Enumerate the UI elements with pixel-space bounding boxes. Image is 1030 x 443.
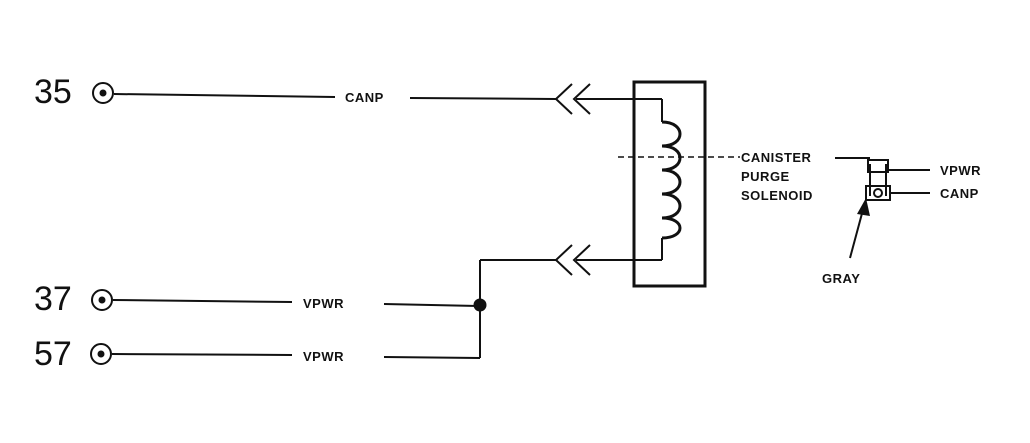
- component-label-line1: CANISTER: [741, 150, 812, 165]
- pin-37-wire-label: VPWR: [303, 296, 344, 311]
- gray-arrow-icon: [849, 198, 870, 259]
- pin-37-terminal-icon: [91, 289, 113, 311]
- pin-37-number: 37: [34, 280, 72, 318]
- pin-37-group: 37 VPWR: [34, 280, 479, 318]
- lower-connector-icon: [554, 244, 662, 276]
- pin-35-wire-right: [409, 97, 557, 100]
- connector-face-icon: [865, 159, 930, 201]
- pin-35-terminal-icon: [92, 82, 114, 104]
- pin-35-number: 35: [34, 73, 72, 111]
- pin-37-wire-left: [112, 299, 293, 303]
- pin-57-wire-label: VPWR: [303, 349, 344, 364]
- component-label: CANISTER PURGE SOLENOID: [741, 150, 870, 203]
- pin-57-terminal-icon: [90, 343, 112, 365]
- splice-junction: [473, 259, 556, 358]
- connector-terminal-top-label: VPWR: [940, 163, 981, 178]
- component-label-line3: SOLENOID: [741, 188, 813, 203]
- pin-35-group: 35 CANP: [34, 73, 557, 111]
- pin-57-wire-left: [111, 353, 293, 356]
- connector-terminal-bottom-label: CANP: [940, 186, 979, 201]
- pin-35-wire-label: CANP: [345, 90, 384, 105]
- pin-57-group: 57 VPWR: [34, 335, 481, 373]
- solenoid-coil-icon: [661, 120, 682, 240]
- upper-connector-icon: [554, 83, 662, 115]
- solenoid-box: [618, 80, 740, 288]
- pin-57-wire-right: [383, 356, 481, 359]
- pin-35-wire-left: [113, 93, 336, 98]
- component-label-line2: PURGE: [741, 169, 790, 184]
- pin-37-wire-right: [383, 303, 479, 307]
- pin-57-number: 57: [34, 335, 72, 373]
- connector-color-label: GRAY: [822, 271, 860, 286]
